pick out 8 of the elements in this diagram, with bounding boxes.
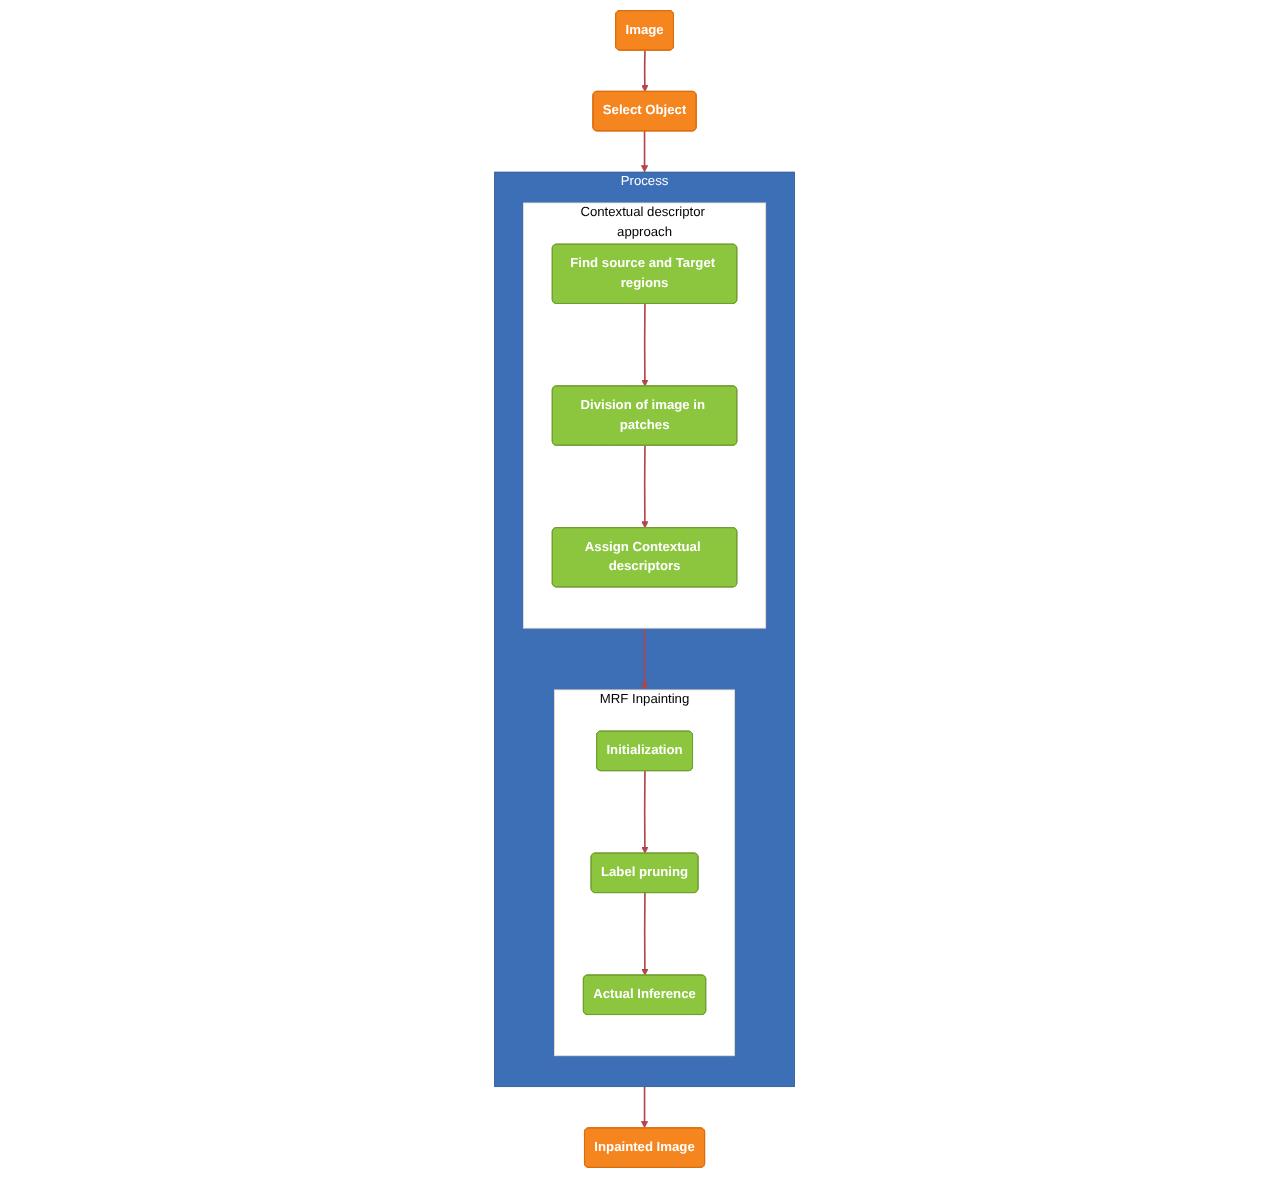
arrow [640,49,648,93]
arrow [640,892,648,976]
arrow [640,303,648,387]
arrow [640,130,648,173]
arrow [640,770,648,854]
arrow [640,444,648,529]
arrow [640,1085,648,1129]
arrow [640,627,648,691]
